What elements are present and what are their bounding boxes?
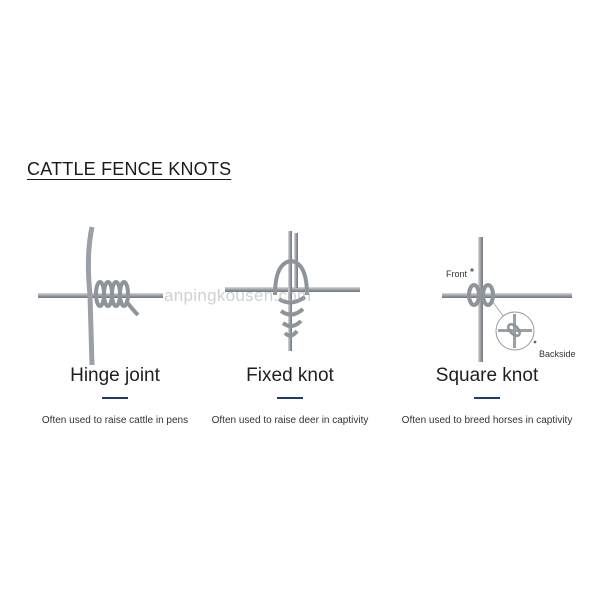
watermark: anpingkousen.com <box>164 286 312 305</box>
knot-description: Often used to raise cattle in pens <box>41 415 189 426</box>
hinge-joint-illustration <box>38 226 163 365</box>
knot-description: Often used to breed horses in captivity <box>401 415 573 426</box>
knot-name: Fixed knot <box>246 365 334 386</box>
knot-panel-hinge-joint: Hinge joint Often used to raise cattle i… <box>20 215 210 445</box>
knot-description: Often used to raise deer in captivity <box>211 415 369 426</box>
accent-bar <box>277 397 303 399</box>
fixed-knot-illustration <box>225 231 360 351</box>
square-knot-illustration <box>442 237 572 362</box>
knot-name: Hinge joint <box>70 365 160 386</box>
knot-panel-fixed-knot: Fixed knot Often used to raise deer in c… <box>195 215 385 445</box>
knot-panel-square-knot: Front Backside Square knot Often used to… <box>392 215 582 445</box>
front-label: Front <box>446 269 468 279</box>
accent-bar <box>474 397 500 399</box>
accent-bar <box>102 397 128 399</box>
page-title: CATTLE FENCE KNOTS <box>27 159 232 179</box>
backside-detail-icon <box>495 311 535 351</box>
backside-label: Backside <box>539 349 576 359</box>
knot-name: Square knot <box>435 365 539 386</box>
